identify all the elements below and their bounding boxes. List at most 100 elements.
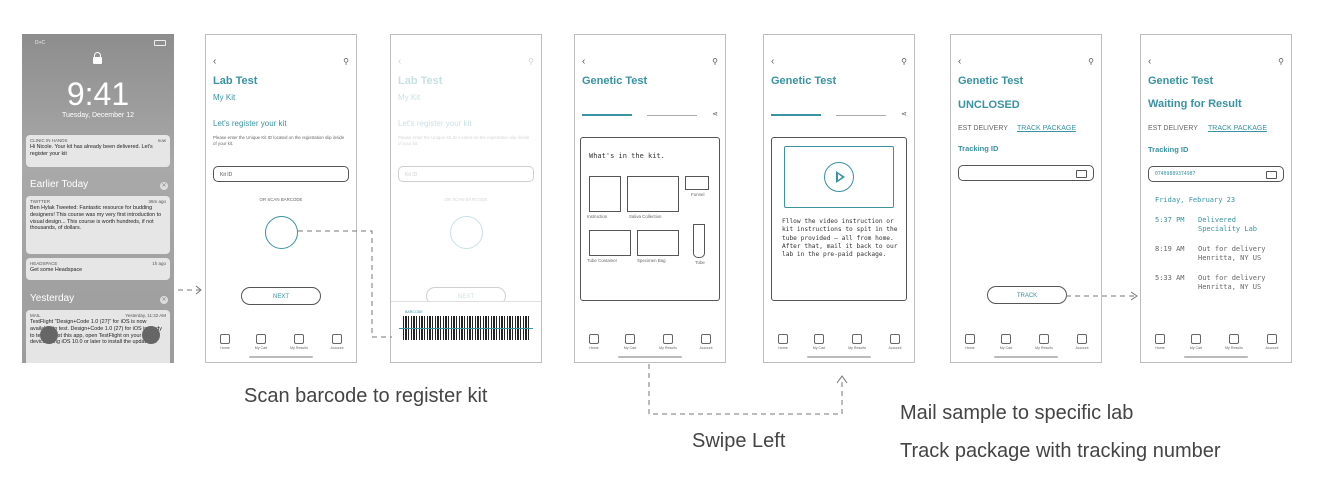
- tracking-id-input[interactable]: 07409889374987: [1148, 166, 1284, 182]
- lock-date: Tuesday, December 12: [62, 112, 134, 119]
- notification-body: TestFlight "Design+Code 1.0 (27)" for iO…: [30, 319, 162, 346]
- tab-label: My Results: [1225, 346, 1243, 350]
- barcode-scanner[interactable]: BARCODE: [391, 301, 541, 362]
- tab-label: Account: [1075, 346, 1089, 350]
- tab-results[interactable]: My Results: [1219, 334, 1249, 350]
- search-icon[interactable]: ⚲: [528, 57, 534, 66]
- tab-account[interactable]: Account: [322, 334, 352, 350]
- account-icon: [332, 334, 342, 344]
- progress-active: [771, 114, 821, 116]
- back-icon[interactable]: ‹: [213, 56, 217, 67]
- tab-results[interactable]: My Results: [284, 334, 314, 350]
- tab-cart[interactable]: My Cart: [991, 334, 1021, 350]
- camera-icon[interactable]: [142, 326, 160, 344]
- tab-account[interactable]: Account: [880, 334, 910, 350]
- results-icon: [1229, 334, 1239, 344]
- tab-bar: Home My Cart My Results Account: [764, 326, 914, 362]
- est-delivery-tab[interactable]: EST DELIVERY: [958, 125, 1008, 132]
- tab-cart[interactable]: My Cart: [615, 334, 645, 350]
- back-icon[interactable]: ‹: [771, 56, 775, 67]
- tab-cart[interactable]: My Cart: [1181, 334, 1211, 350]
- item-image: [589, 230, 631, 256]
- progress-inactive: [836, 115, 886, 116]
- section-yesterday: Yesterday: [30, 293, 75, 304]
- tracking-id-input[interactable]: [958, 165, 1094, 181]
- tab-home[interactable]: Home: [210, 334, 240, 350]
- battery-icon: [154, 40, 166, 46]
- search-icon[interactable]: ⚲: [1088, 57, 1094, 66]
- caption-scan: Scan barcode to register kit: [244, 385, 488, 407]
- search-icon[interactable]: ⚲: [901, 57, 907, 66]
- tab-home[interactable]: Home: [955, 334, 985, 350]
- tab-cart[interactable]: My Cart: [246, 334, 276, 350]
- app-label: TWITTER: [30, 199, 50, 204]
- tab-home[interactable]: Home: [768, 334, 798, 350]
- register-kit-screen: ‹ ⚲ Lab Test My Kit Let's register your …: [205, 34, 357, 363]
- tab-label: Home: [1155, 346, 1165, 350]
- tab-home[interactable]: Home: [579, 334, 609, 350]
- tab-results[interactable]: My Results: [653, 334, 683, 350]
- tab-results[interactable]: My Results: [1029, 334, 1059, 350]
- tab-account[interactable]: Account: [1067, 334, 1097, 350]
- flashlight-icon[interactable]: [40, 326, 58, 344]
- app-label: MAIL: [30, 313, 41, 318]
- est-delivery-tab[interactable]: EST DELIVERY: [1148, 125, 1198, 132]
- status-label: UNCLOSED: [958, 99, 1020, 111]
- clear-icon[interactable]: ✕: [160, 296, 168, 304]
- search-icon[interactable]: ⚲: [712, 57, 718, 66]
- account-icon: [1077, 334, 1087, 344]
- kit-id-input[interactable]: Kit ID: [398, 166, 534, 182]
- account-icon: [890, 334, 900, 344]
- play-icon[interactable]: [824, 162, 854, 192]
- back-icon[interactable]: ‹: [582, 56, 586, 67]
- camera-icon[interactable]: [1266, 171, 1277, 179]
- home-indicator: [1184, 356, 1248, 358]
- register-heading: Let's register your kit: [213, 119, 287, 128]
- track-button[interactable]: TRACK: [987, 286, 1067, 304]
- lock-time: 9:41: [66, 76, 130, 112]
- page-title: Lab Test: [213, 75, 258, 87]
- tab-results[interactable]: My Results: [842, 334, 872, 350]
- item-label: Instruction: [587, 214, 608, 219]
- caption-mail: Mail sample to specific lab: [900, 402, 1134, 424]
- tab-account[interactable]: Account: [691, 334, 721, 350]
- scan-barcode-icon[interactable]: [265, 216, 298, 249]
- results-icon: [852, 334, 862, 344]
- time-label: 36m ago: [148, 199, 166, 204]
- tab-account[interactable]: Account: [1257, 334, 1287, 350]
- app-label: CLINIC IN HANDS: [30, 138, 68, 143]
- track-package-tab[interactable]: TRACK PACKAGE: [1208, 125, 1267, 132]
- search-icon[interactable]: ⚲: [343, 57, 349, 66]
- search-icon[interactable]: ⚲: [1278, 57, 1284, 66]
- track-package-tab[interactable]: TRACK PACKAGE: [1017, 125, 1076, 132]
- scan-barcode-icon[interactable]: [450, 216, 483, 249]
- home-icon: [778, 334, 788, 344]
- home-indicator: [249, 356, 313, 358]
- back-icon[interactable]: ‹: [958, 56, 962, 67]
- arrowhead-icon: [1130, 291, 1138, 301]
- home-icon: [589, 334, 599, 344]
- home-indicator: [994, 356, 1058, 358]
- caption-swipe: Swipe Left: [692, 430, 786, 452]
- clear-icon[interactable]: ✕: [160, 182, 168, 190]
- kit-id-input[interactable]: Kit ID: [213, 166, 349, 182]
- waiting-result-screen: ‹ ⚲ Genetic Test Waiting for Result EST …: [1140, 34, 1292, 363]
- share-icon[interactable]: ⋖: [901, 111, 907, 118]
- video-player[interactable]: [784, 146, 894, 208]
- back-icon[interactable]: ‹: [1148, 56, 1152, 67]
- next-button[interactable]: NEXT: [241, 287, 321, 305]
- tracking-id-label: Tracking ID: [1148, 145, 1189, 154]
- tab-cart[interactable]: My Cart: [804, 334, 834, 350]
- scan-line: [399, 328, 533, 329]
- share-icon[interactable]: ⋖: [712, 111, 718, 118]
- tab-bar: Home My Cart My Results Account: [575, 326, 725, 362]
- account-icon: [701, 334, 711, 344]
- back-icon[interactable]: ‹: [398, 56, 402, 67]
- lock-icon: [93, 57, 102, 64]
- cart-icon: [256, 334, 266, 344]
- tab-home[interactable]: Home: [1145, 334, 1175, 350]
- camera-icon[interactable]: [1076, 170, 1087, 178]
